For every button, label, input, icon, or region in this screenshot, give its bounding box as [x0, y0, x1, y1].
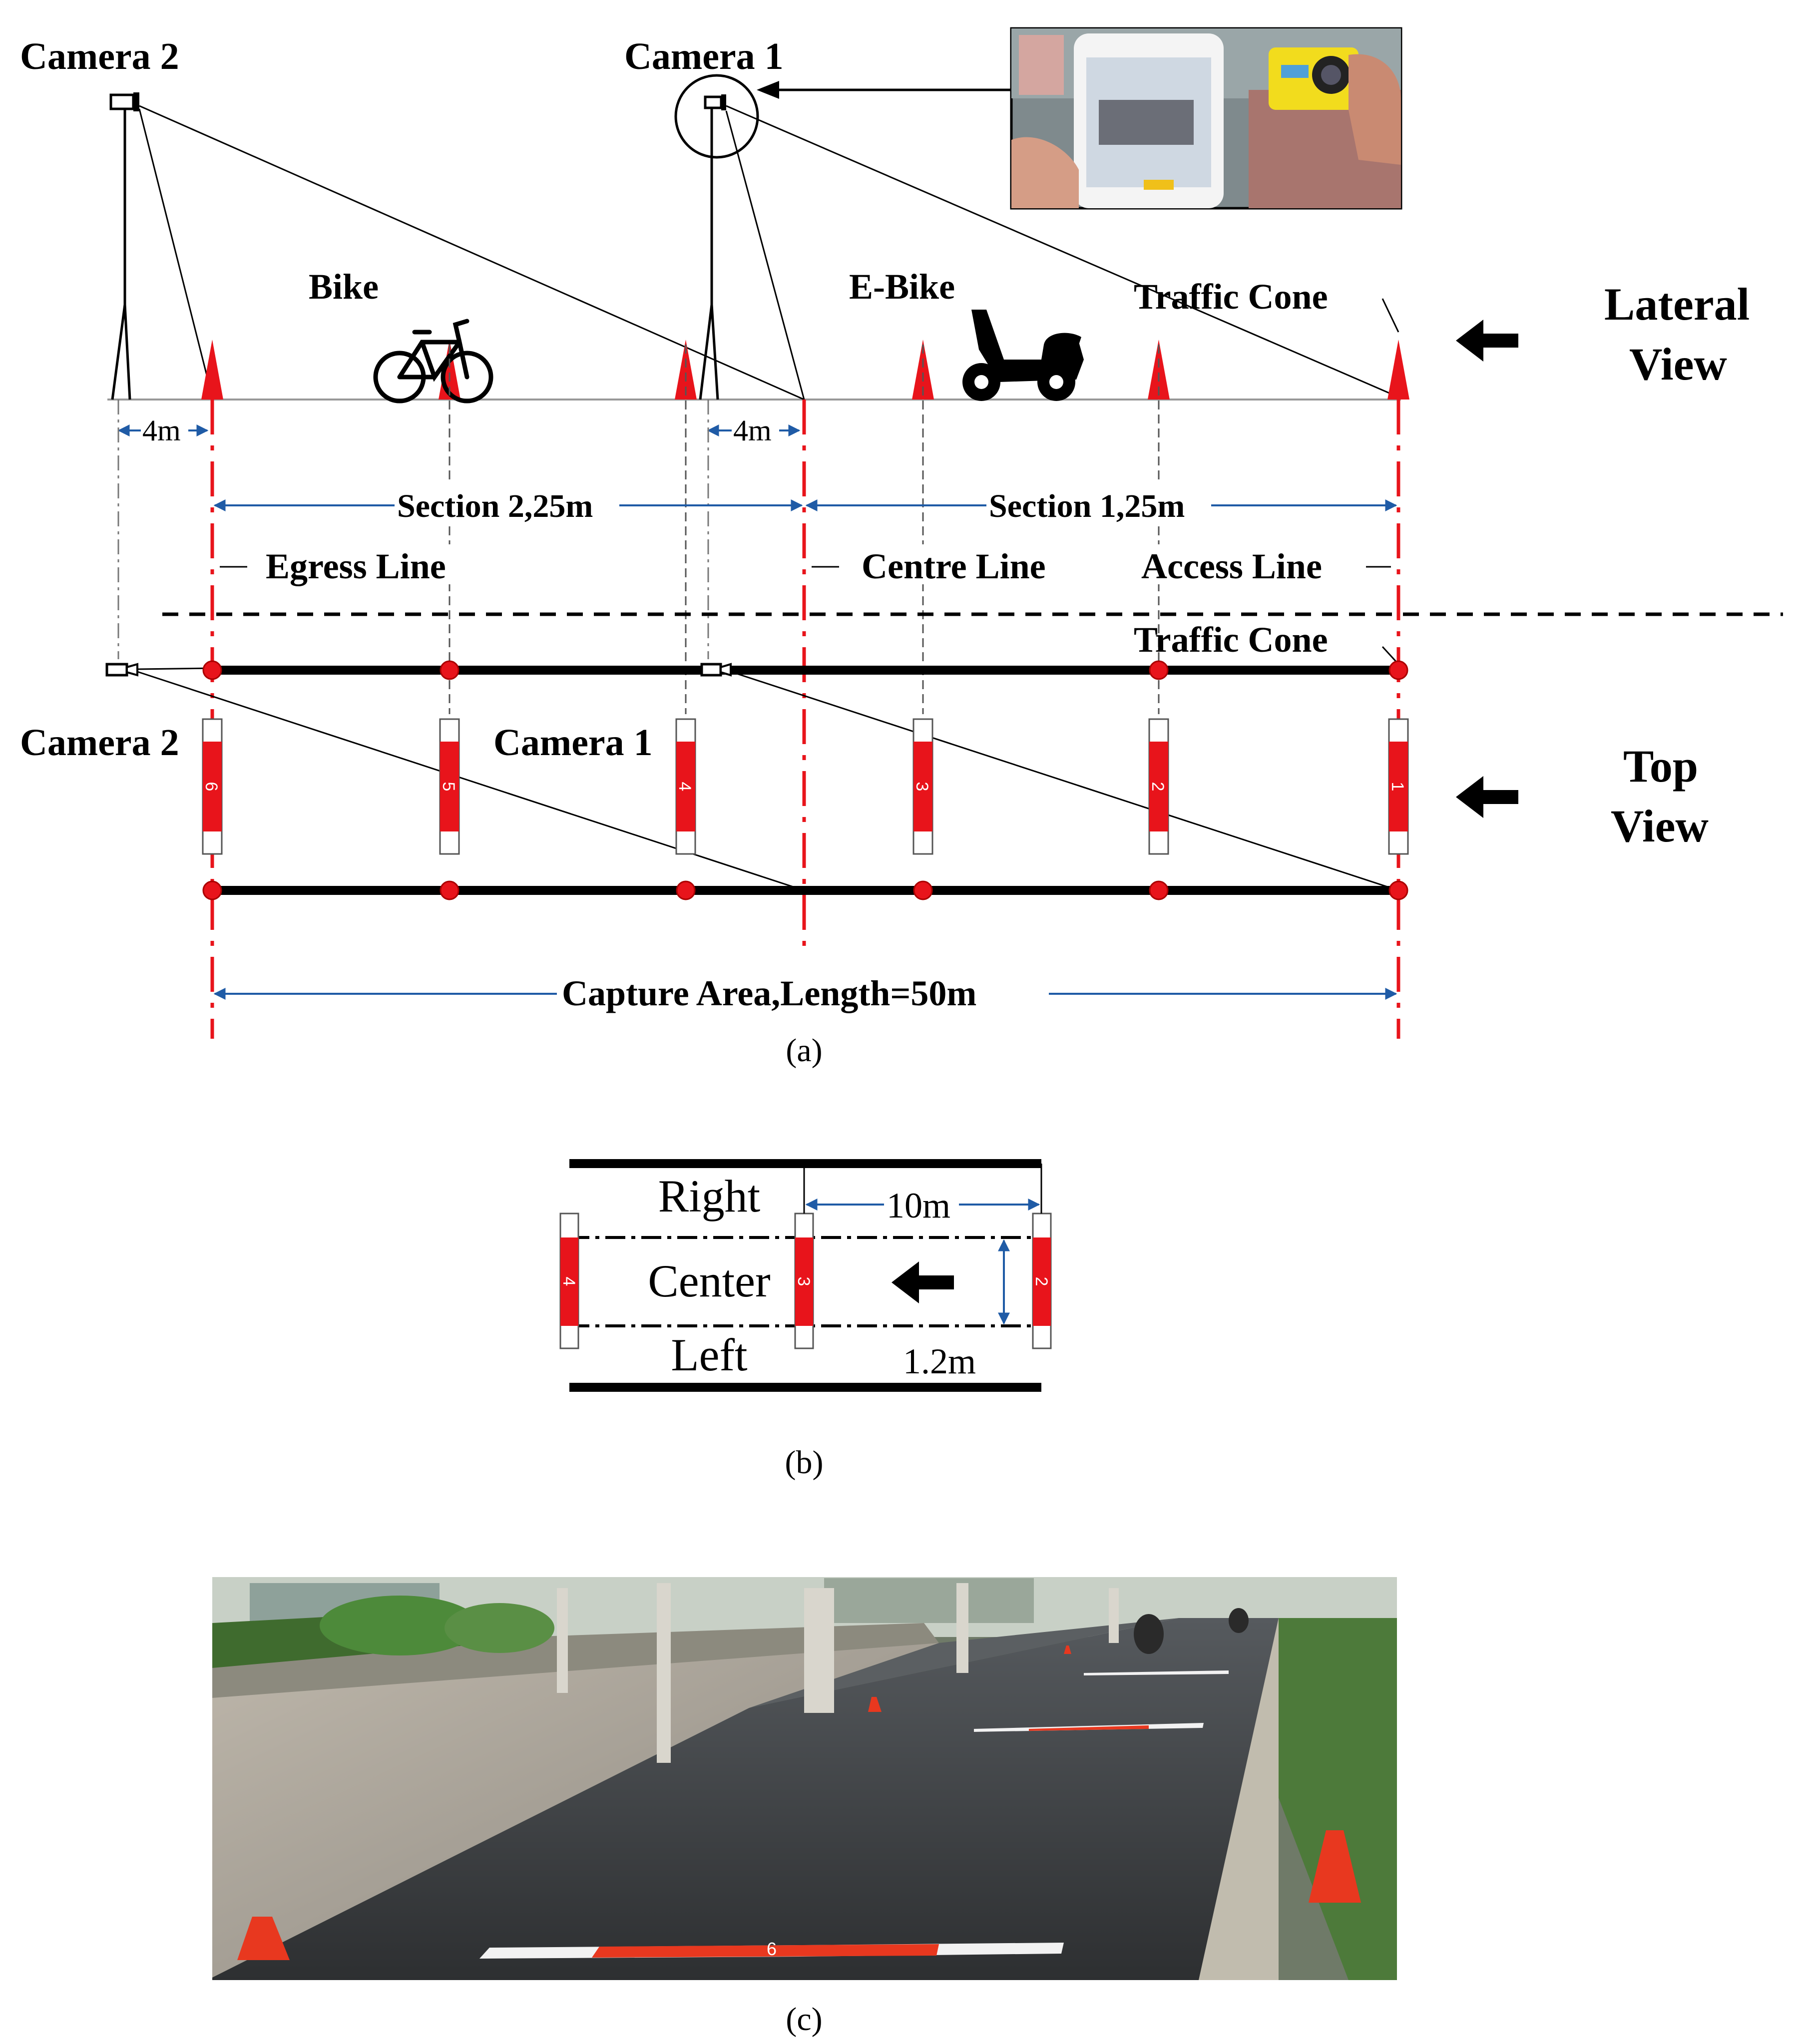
phone-and-action-camera-photo	[1010, 27, 1402, 210]
bike-label: Bike	[309, 267, 379, 307]
lateral-view-label-line2: View	[1629, 339, 1727, 390]
lane-center-label: Center	[648, 1255, 770, 1306]
svg-text:2: 2	[1148, 782, 1167, 792]
camera-icon	[109, 92, 139, 111]
road-marking-number: 6	[767, 1939, 777, 1959]
svg-text:6: 6	[202, 782, 221, 792]
svg-text:5: 5	[439, 782, 458, 792]
svg-text:2: 2	[1032, 1277, 1051, 1286]
traffic-cone-photo-icon	[1309, 1830, 1361, 1903]
top-camera2-label: Camera 2	[20, 722, 179, 764]
direction-arrow-icon	[1456, 776, 1518, 818]
marker-board-3: 4	[675, 718, 696, 855]
dim-4m-left: 4m	[142, 414, 181, 447]
marker-board-6: 1	[1388, 718, 1409, 855]
direction-arrow-icon	[892, 1261, 954, 1303]
svg-text:1: 1	[1388, 782, 1407, 792]
ebike-label: E-Bike	[849, 267, 955, 307]
tripod-icon	[111, 105, 131, 400]
ebike-wheel-hub	[1049, 375, 1063, 389]
section-dimensions: Section 2,25m Section 1,25m Egress Line …	[213, 484, 1397, 586]
section2-label: Section 2,25m	[397, 488, 593, 524]
traffic-cone-label: Traffic Cone	[1134, 277, 1328, 317]
lateral-view-label-line1: Lateral	[1604, 279, 1750, 330]
marker-board-2: 5	[439, 718, 460, 855]
capture-area-label: Capture Area,Length=50m	[562, 973, 976, 1013]
camera1-highlight-circle	[674, 74, 759, 159]
svg-text:3: 3	[912, 782, 931, 792]
traffic-cone-photo-icon	[237, 1917, 290, 1960]
camera1-label: Camera 1	[624, 35, 784, 77]
svg-text:4: 4	[675, 782, 694, 792]
vertical-reference-lines	[117, 345, 1400, 1039]
dim-10m: 10m	[887, 1186, 950, 1226]
camera-icon	[700, 663, 732, 677]
svg-text:3: 3	[794, 1277, 813, 1286]
bicycle-icon	[373, 319, 493, 404]
top-traffic-cone-label: Traffic Cone	[1134, 620, 1328, 660]
lane-left-label: Left	[671, 1329, 748, 1380]
direction-arrow-icon	[1456, 320, 1518, 362]
electric-scooter-icon	[962, 310, 1084, 401]
access-line-label: Access Line	[1141, 546, 1322, 586]
camera2-label: Camera 2	[20, 35, 179, 77]
traffic-cone-icon	[201, 340, 1409, 400]
inset-pointer-arrowhead	[757, 81, 779, 99]
camera-view-lines	[138, 105, 1399, 401]
egress-line-label: Egress Line	[266, 546, 446, 586]
caption-c: (c)	[786, 2001, 822, 2038]
dim-4m-mid: 4m	[733, 414, 772, 447]
top-view-label-line1: Top	[1623, 741, 1698, 792]
tripod-icon	[699, 107, 719, 400]
street-bike-lane-photo: 6 (c)	[212, 1577, 1397, 2038]
marker-board-b-2: 3	[794, 1213, 814, 1349]
centre-line-label: Centre Line	[862, 546, 1046, 586]
marker-board-4: 3	[912, 718, 933, 855]
top-view: Traffic Cone 6 5	[20, 620, 1709, 1069]
ebike-wheel-hub	[974, 375, 988, 389]
camera-icon	[704, 94, 726, 110]
lateral-view: Camera 2 Camera 1 Bike E-Bike Traffic Co…	[20, 35, 1750, 447]
caption-b: (b)	[785, 1444, 824, 1481]
marker-board-5: 2	[1148, 718, 1169, 855]
section1-label: Section 1,25m	[989, 488, 1185, 524]
marker-board-b-1: 4	[559, 1213, 579, 1349]
caption-a: (a)	[786, 1032, 822, 1069]
camera-icon	[105, 663, 138, 677]
top-view-label-line2: View	[1611, 801, 1709, 851]
lane-right-label: Right	[658, 1171, 761, 1222]
dim-1-2m: 1.2m	[903, 1341, 976, 1381]
camera-view-lines	[137, 667, 1399, 891]
marker-board-b-3: 2	[1032, 1213, 1052, 1349]
top-camera1-label: Camera 1	[493, 722, 653, 764]
marker-board-1: 6	[202, 718, 223, 855]
lane-detail-diagram: 4 3 2 10m 1.2m Right Center Left (b)	[559, 1159, 1052, 1481]
svg-text:4: 4	[559, 1277, 578, 1286]
traffic-cone-dots	[202, 660, 1408, 900]
cone-leader-line	[1381, 298, 1399, 333]
